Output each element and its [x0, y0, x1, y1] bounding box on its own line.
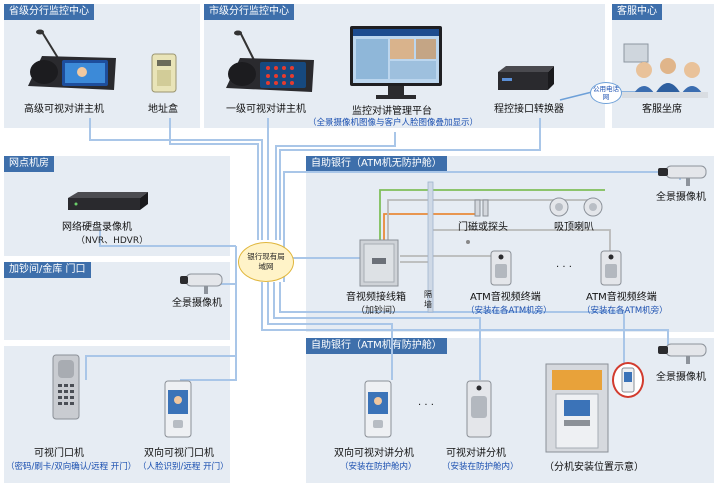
panel-cashroom: 加钞间/金库 门口	[4, 262, 230, 340]
cash-camera-label: 全景摄像机	[172, 298, 222, 309]
platform-note: （全景摄像机图像与客户人脸图像叠加显示）	[308, 118, 479, 128]
atm-av-terminal-2-label: ATM音视频终端	[586, 292, 657, 303]
panel-title-cashroom: 加钞间/金库 门口	[4, 262, 91, 278]
panel-cashroom-lower	[4, 346, 230, 483]
speaker-icon	[549, 197, 603, 217]
atm-cabin-illustration	[544, 360, 640, 454]
door-probe-label: 门磁或探头	[458, 222, 508, 233]
panel-title-city: 市级分行监控中心	[204, 4, 294, 20]
atm-open-camera-device	[656, 162, 712, 188]
platform-label: 监控对讲管理平台	[352, 106, 432, 117]
address-box-label: 地址盒	[148, 104, 178, 115]
junction-box-icon	[359, 239, 399, 287]
cabin-sub-unit-callout	[612, 362, 644, 398]
ceiling-speaker-device	[548, 196, 606, 218]
door-unit-note: （密码/刷卡/双向确认/远程 开门）	[6, 462, 137, 472]
panel-title-province: 省级分行监控中心	[4, 4, 94, 20]
address-box-icon	[151, 53, 177, 93]
hd-intercom-host-device	[22, 28, 120, 98]
agent-seat-label: 客服坐席	[642, 104, 682, 115]
atm-cabin-camera-device	[656, 340, 712, 366]
bullet-camera-icon	[658, 165, 707, 186]
monitor-icon	[350, 26, 442, 99]
door-unit-label: 可视门口机	[34, 448, 84, 459]
intercom-screen-icon	[364, 380, 392, 438]
intercom-icon	[466, 380, 492, 438]
bidir-door-unit-device	[164, 380, 192, 438]
door-probe-device	[474, 198, 490, 218]
bank-lan-node: 银行现有局域网	[238, 242, 294, 282]
sub-unit-device	[466, 380, 492, 438]
ellipsis-sub-units: · · ·	[418, 400, 434, 411]
pbx-converter-device	[496, 64, 556, 94]
pstn-label: 公用电话网	[593, 85, 619, 101]
hd-intercom-host-label: 高级可视对讲主机	[24, 104, 104, 115]
av-terminal-icon	[600, 250, 622, 286]
av-box-label: 音视频接线箱	[346, 292, 406, 303]
agents-icon	[622, 43, 708, 98]
nvr-label: 网络硬盘录像机	[62, 222, 132, 233]
address-box-device	[150, 52, 178, 94]
ceiling-speaker-label: 吸顶喇叭	[554, 222, 594, 233]
door-station-screen-icon	[164, 380, 192, 438]
sub-unit-note: （安装在防护舱内）	[442, 462, 519, 472]
agent-seat-device	[622, 40, 708, 98]
bullet-camera-icon	[658, 343, 707, 364]
desk-phone-icon	[226, 30, 314, 92]
atm-cabin-camera-label: 全景摄像机	[656, 372, 706, 383]
atm-av-terminal-2-note: （安装在各ATM机旁）	[582, 306, 668, 316]
atm-av-terminal-1-note: （安装在各ATM机旁）	[466, 306, 552, 316]
platform-monitor-device	[348, 24, 444, 102]
intercom-screen-icon	[621, 367, 635, 393]
desk-phone-icon	[28, 29, 116, 90]
level1-intercom-host-label: 一级可视对讲主机	[226, 104, 306, 115]
cash-camera-device	[178, 270, 228, 296]
door-sensor-icon	[474, 199, 489, 217]
pstn-badge: 公用电话网	[590, 82, 622, 104]
bidir-sub-unit-device	[364, 380, 392, 438]
panel-title-outlet: 网点机房	[4, 156, 54, 172]
wall-label: 隔墙	[424, 290, 432, 309]
level1-intercom-host-device	[222, 30, 318, 100]
atm-booth-icon	[545, 363, 609, 453]
bidir-door-unit-note: （人脸识别/远程 开门）	[138, 462, 229, 472]
nvr-icon	[68, 192, 148, 210]
atm-open-camera-label: 全景摄像机	[656, 192, 706, 203]
panel-title-atm-cabin: 自助银行（ATM机有防护舱）	[306, 338, 447, 354]
bidir-door-unit-label: 双向可视门口机	[144, 448, 214, 459]
av-box-device	[358, 238, 400, 288]
panel-title-atm-open: 自助银行（ATM机无防护舱）	[306, 156, 447, 172]
bidir-sub-unit-note: （安装在防护舱内）	[340, 462, 417, 472]
av-terminal-icon	[490, 250, 512, 286]
atm-av-terminal-1-label: ATM音视频终端	[470, 292, 541, 303]
bank-lan-label: 银行现有局域网	[247, 252, 285, 271]
nvr-note: （NVR、HDVR）	[76, 236, 149, 246]
bullet-camera-icon	[180, 273, 223, 294]
ellipsis-atm-terminals: · · ·	[556, 262, 572, 273]
door-unit-device	[52, 354, 80, 420]
sub-unit-label: 可视对讲分机	[446, 448, 506, 459]
rack-unit-icon	[498, 66, 554, 90]
panel-title-service: 客服中心	[612, 4, 662, 20]
atm-av-terminal-1-device	[490, 250, 512, 286]
pbx-converter-label: 程控接口转换器	[494, 104, 564, 115]
atm-av-terminal-2-device	[600, 250, 622, 286]
av-box-note: （加钞间）	[356, 306, 402, 316]
door-station-icon	[52, 354, 80, 420]
nvr-device	[66, 190, 150, 212]
bidir-sub-unit-label: 双向可视对讲分机	[334, 448, 414, 459]
cabin-position-label: （分机安装位置示意）	[544, 462, 644, 473]
